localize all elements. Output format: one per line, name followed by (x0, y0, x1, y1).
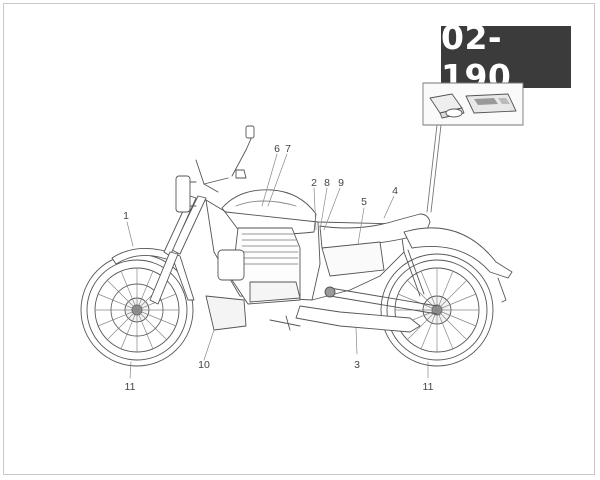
exhaust (295, 305, 421, 333)
front-wheel (80, 253, 194, 367)
callout-4: 4 (392, 185, 398, 197)
callout-2: 2 (311, 177, 317, 189)
callout-11-rear: 11 (423, 381, 434, 393)
callout-3: 3 (354, 359, 360, 371)
callouts: 1 2 3 4 5 6 7 8 9 10 11 11 (123, 143, 434, 393)
callout-11-front: 11 (125, 381, 136, 393)
callout-8: 8 (324, 177, 330, 189)
leader-lines (126, 153, 429, 379)
rear-shock (403, 249, 425, 297)
decal-roll-icon (429, 93, 465, 119)
rear-wheel (380, 253, 494, 367)
decal-inset (422, 82, 524, 213)
swingarm (329, 287, 438, 315)
callout-6: 6 (274, 143, 280, 155)
callout-1: 1 (123, 210, 129, 222)
callout-9: 9 (338, 177, 344, 189)
headlight (175, 175, 197, 213)
side-cover (321, 241, 385, 277)
handlebar (195, 125, 255, 193)
engine (205, 227, 301, 331)
callout-5: 5 (361, 196, 367, 208)
callout-10: 10 (198, 359, 210, 371)
fuel-tank (221, 189, 317, 235)
decal-sheet-icon (465, 93, 517, 114)
rear-fender (403, 227, 513, 279)
footpeg (269, 315, 301, 331)
callout-7: 7 (285, 143, 291, 155)
